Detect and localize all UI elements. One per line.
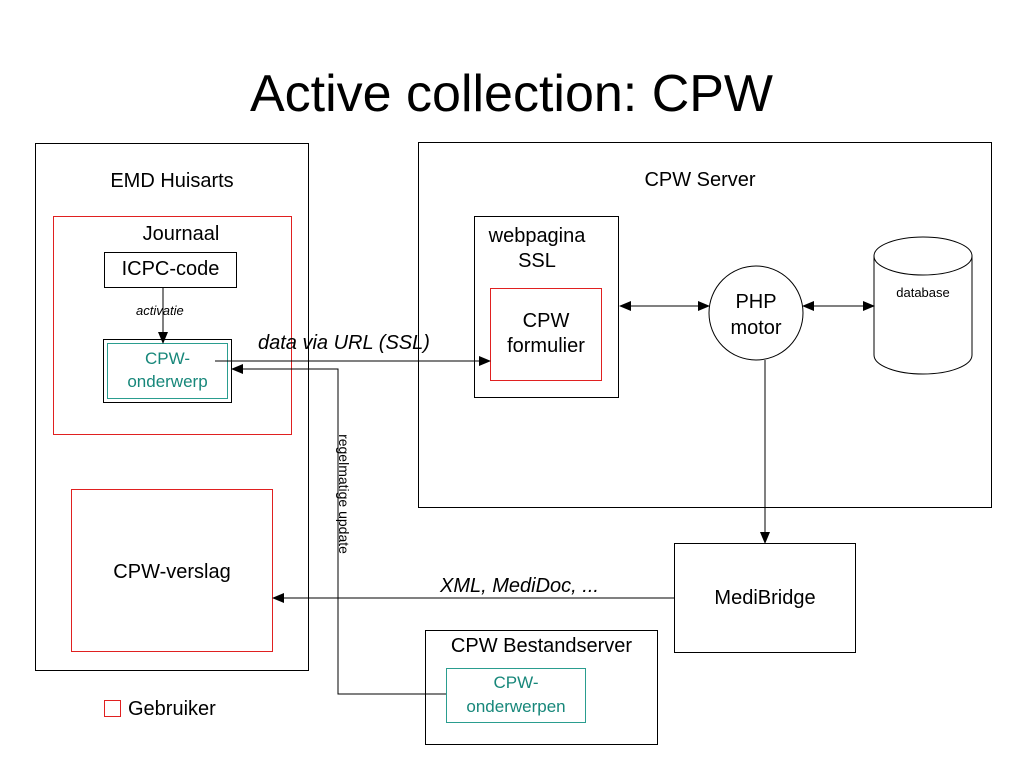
php-motor-circle xyxy=(708,265,804,361)
legend-swatch-red xyxy=(104,700,121,717)
cpw-server-label: CPW Server xyxy=(644,169,756,191)
cpw-formulier-line2: formulier xyxy=(507,335,585,357)
arrow-regelmatige-update xyxy=(231,364,446,695)
emd-huisarts-label: EMD Huisarts xyxy=(110,170,234,192)
journaal-label: Journaal xyxy=(142,223,220,245)
cpw-verslag-box xyxy=(71,489,273,652)
emd-huisarts-box xyxy=(35,143,309,671)
data-via-url-label: data via URL (SSL) xyxy=(258,332,430,354)
cpw-bestandserver-box xyxy=(425,630,658,745)
legend-gebruiker-label: Gebruiker xyxy=(128,698,216,720)
cpw-bestandserver-label: CPW Bestandserver xyxy=(450,635,633,657)
page-title: Active collection: CPW xyxy=(249,65,774,123)
icpc-code-box xyxy=(104,252,237,288)
database-label: database xyxy=(896,285,950,300)
cpw-verslag-label: CPW-verslag xyxy=(113,561,231,583)
cpw-onderwerpen-box xyxy=(446,668,586,723)
activatie-label: activatie xyxy=(136,303,184,318)
cpw-formulier-line1: CPW xyxy=(522,310,570,332)
cpw-onderwerp-line2: onderwerp xyxy=(127,372,208,391)
cpw-formulier-box xyxy=(490,288,602,381)
php-motor-line2: motor xyxy=(730,317,782,339)
cpw-onderwerp-line1: CPW- xyxy=(144,349,190,368)
xml-medidoc-label: XML, MediDoc, ... xyxy=(440,575,599,597)
medibridge-label: MediBridge xyxy=(714,587,816,609)
webpagina-line2: SSL xyxy=(518,250,556,272)
php-motor-line1: PHP xyxy=(735,291,777,313)
webpagina-line1: webpagina xyxy=(488,225,586,247)
database-cylinder xyxy=(873,236,973,375)
icpc-code-label: ICPC-code xyxy=(121,258,220,280)
cpw-onderwerpen-line1: CPW- xyxy=(493,673,539,692)
journaal-box xyxy=(53,216,292,435)
webpagina-box xyxy=(474,216,619,398)
cpw-server-box xyxy=(418,142,992,508)
cpw-onderwerpen-line2: onderwerpen xyxy=(466,697,566,716)
